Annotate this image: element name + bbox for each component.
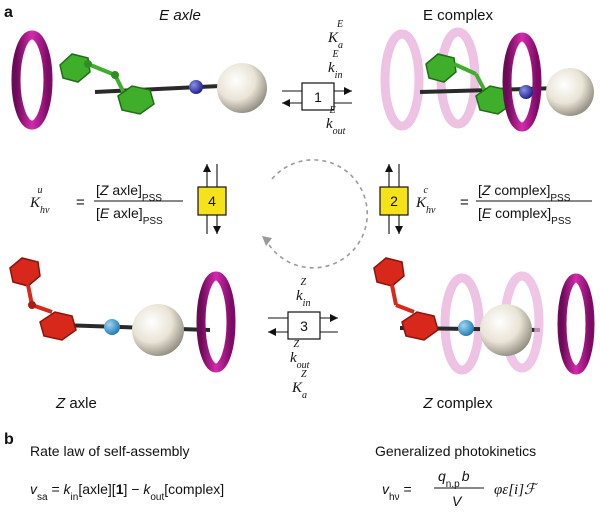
box-3: [287, 311, 321, 340]
k-hv-c: Khνc: [415, 185, 436, 216]
z-axle-molecule: [9, 257, 236, 373]
box-2: [379, 186, 409, 216]
ring-macrocycle: [502, 32, 542, 132]
dashed-cycle-arrow: [262, 159, 369, 269]
equilibrium-3: kinZ 3 koutZ KaZ: [268, 277, 338, 401]
e-axle-title: E axle: [159, 7, 201, 24]
cyan-atom: [104, 319, 120, 335]
green-ring-1: [59, 53, 91, 83]
svg-text:V: V: [452, 493, 463, 509]
blue-atom: [189, 80, 203, 94]
stopper-sphere: [217, 63, 267, 113]
equilibrium-2: 2 Khνc = [Z complex]PSS [E complex]PSS: [379, 164, 592, 234]
svg-text:=: =: [76, 194, 85, 211]
rate-law-equation: vsa = kin[axle][1] − kout[complex]: [30, 481, 224, 503]
green-ring-2: [117, 85, 155, 115]
rate-law-title: Rate law of self-assembly: [30, 443, 190, 459]
ring-macrocycle: [11, 30, 53, 130]
box-1-label: 1: [314, 89, 322, 105]
svg-text:φε[i]ℱ: φε[i]ℱ: [494, 482, 539, 498]
ring-macrocycle: [557, 273, 595, 375]
e-complex-molecule: [380, 27, 594, 132]
k-hv-c-denominator: [E complex]PSS: [478, 205, 571, 227]
panel-b-label: b: [4, 431, 14, 448]
z-axle-title: Z axle: [55, 395, 97, 412]
k-hv-u: Khνu: [29, 185, 50, 216]
svg-text:vhν =: vhν =: [382, 481, 412, 503]
box-4: [197, 186, 227, 216]
equilibrium-1: KaE kinE 1 koutE: [282, 19, 352, 137]
red-ring-2: [39, 311, 77, 341]
red-ring-1: [9, 257, 41, 287]
equilibrium-4: 4 Khνu = [Z axle]PSS [E axle]PSS: [29, 164, 227, 234]
panel-a-label: a: [4, 4, 13, 21]
k-a-z: KaZ: [291, 369, 307, 401]
svg-text:=: =: [460, 194, 469, 211]
k-out-e: koutE: [326, 105, 346, 137]
ring-macrocycle: [196, 271, 236, 373]
e-complex-title: E complex: [423, 7, 494, 24]
k-in-e: kinE: [328, 49, 342, 81]
k-in-z: kinZ: [296, 277, 310, 309]
svg-text:qn,pb: qn,pb: [438, 468, 470, 490]
k-hv-u-numerator: [Z axle]PSS: [96, 182, 162, 204]
z-complex-molecule: [373, 257, 595, 375]
box-4-label: 4: [208, 193, 216, 209]
box-2-label: 2: [390, 193, 398, 209]
photokinetics-title: Generalized photokinetics: [375, 443, 536, 459]
k-hv-c-numerator: [Z complex]PSS: [478, 182, 571, 204]
box-3-label: 3: [300, 318, 308, 334]
z-complex-title: Z complex: [422, 395, 493, 412]
k-a-e: KaE: [327, 19, 343, 51]
e-axle-molecule: [11, 30, 267, 130]
k-hv-u-denominator: [E axle]PSS: [96, 205, 163, 227]
box-1: [301, 82, 335, 111]
k-out-z: koutZ: [290, 339, 310, 371]
